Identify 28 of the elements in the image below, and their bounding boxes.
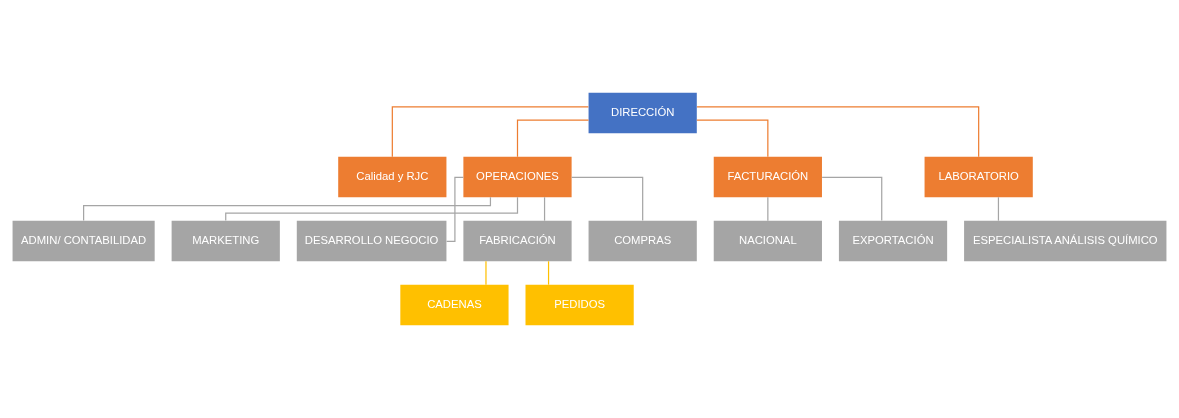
connector [571,176,644,222]
node-box: ADMIN/ CONTABILIDAD [12,220,155,262]
connector [997,196,1000,222]
connector [821,176,883,222]
node-box: EXPORTACIÓN [838,220,948,262]
node-box: OPERACIONES [463,156,572,198]
connector [767,196,769,222]
connector [516,119,590,158]
node-box: CADENAS [400,284,509,326]
node-box: ESPECIALISTA ANÁLISIS QUÍMICO [964,220,1167,262]
node-box: COMPRAS [588,220,697,262]
connector [696,119,769,158]
connector [391,106,589,158]
node-box: DIRECCIÓN [588,92,697,134]
node-box: PEDIDOS [525,284,634,326]
node-box: NACIONAL [713,220,822,262]
connector [446,176,464,243]
connector [543,196,546,222]
node-box: FACTURACIÓN [713,156,822,198]
connector [225,196,519,222]
connector [696,106,980,158]
connector [485,260,487,286]
node-box: DESARROLLO NEGOCIO [296,220,447,262]
connector [547,260,550,286]
node-box: FABRICACIÓN [463,220,572,262]
node-box: LABORATORIO [924,156,1033,198]
node-box: Calidad y RJC [338,156,447,198]
node-box: MARKETING [171,220,280,262]
